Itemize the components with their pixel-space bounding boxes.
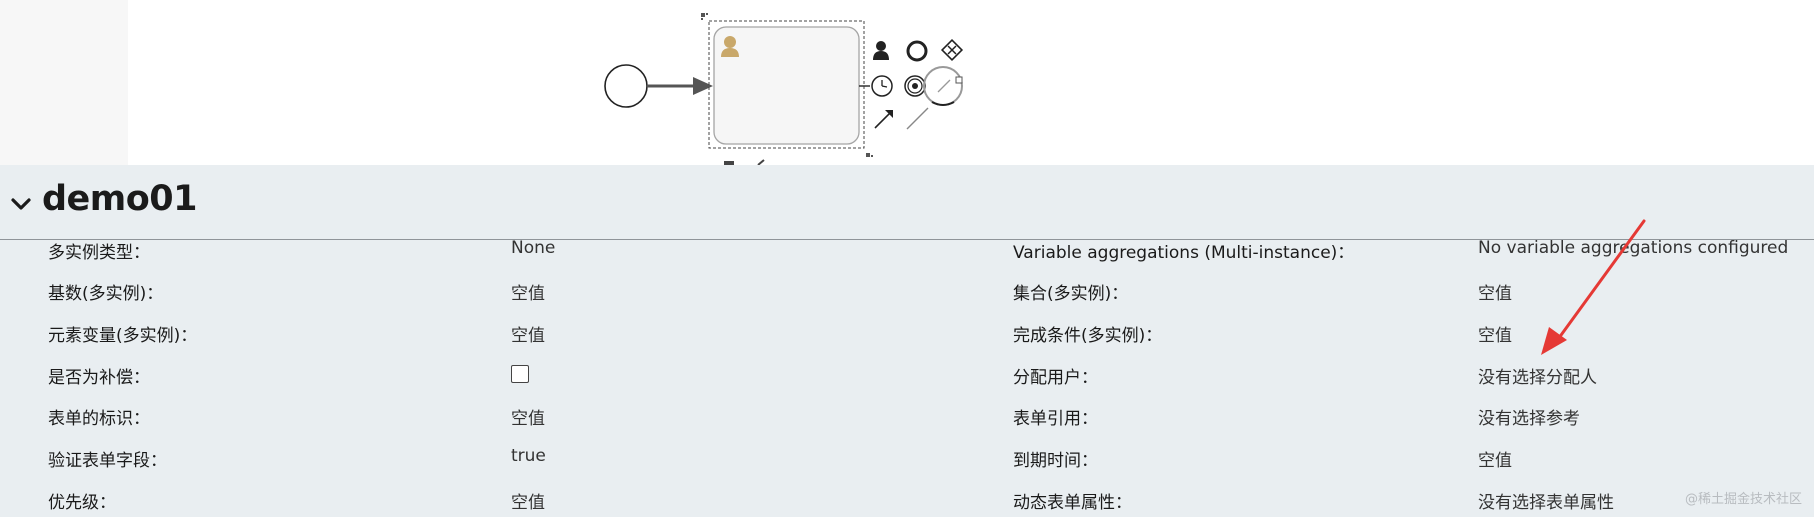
property-value[interactable]: 空值 [1478,326,1512,346]
property-row: 多实例类型： None Variable aggregations (Multi-i… [0,238,1814,278]
intermediate-event-icon[interactable] [904,75,926,97]
user-icon[interactable] [873,41,889,60]
property-value[interactable]: 空值 [511,284,545,304]
property-value[interactable]: true [511,446,546,466]
property-label: 元素变量(多实例)： [48,326,198,346]
property-label: 到期时间： [1013,451,1098,471]
properties-panel: demo01 多实例类型： None Variable aggregations (… [0,165,1814,517]
association-icon[interactable] [906,107,929,130]
arrow-connector-icon[interactable] [874,110,893,129]
property-label: 多实例类型： [48,243,150,263]
timer-icon[interactable] [871,75,893,97]
user-task[interactable] [713,26,860,145]
property-label: Variable aggregations (Multi-instance)： [1013,243,1355,263]
property-value[interactable]: 空值 [1478,284,1512,304]
resize-handle-top-left[interactable] [701,13,708,20]
watermark: @稀土掘金技术社区 [1684,492,1802,507]
end-event-icon[interactable] [906,40,928,62]
property-row: 基数(多实例)： 空值 集合(多实例)： 空值 [0,279,1814,319]
property-value[interactable]: 空值 [1478,451,1512,471]
diagram-canvas[interactable] [0,0,1814,165]
compensation-checkbox[interactable] [511,365,529,383]
property-row: 是否为补偿： 分配用户： 没有选择分配人 [0,363,1814,403]
property-row: 优先级： 空值 动态表单属性： 没有选择表单属性 [0,488,1814,528]
gateway-icon[interactable] [940,38,964,62]
wrench-icon[interactable] [757,159,765,165]
user-icon [721,36,739,57]
trash-icon[interactable] [724,161,734,165]
property-label: 动态表单属性： [1013,493,1132,513]
property-value[interactable]: 没有选择分配人 [1478,368,1597,388]
property-value[interactable]: 空值 [511,493,545,513]
start-event[interactable] [604,64,648,108]
property-value[interactable]: 没有选择表单属性 [1478,493,1614,513]
palette-strip [0,0,128,165]
property-label: 表单引用： [1013,409,1098,429]
property-label: 分配用户： [1013,368,1098,388]
property-value[interactable]: 没有选择参考 [1478,409,1580,429]
properties-header[interactable]: demo01 [0,165,1814,240]
property-value[interactable]: No variable aggregations configured [1478,238,1789,258]
sequence-flow[interactable] [647,77,713,95]
selection-box [708,20,865,149]
property-value[interactable]: None [511,238,556,258]
property-value[interactable]: 空值 [511,326,545,346]
property-label: 验证表单字段： [48,451,167,471]
property-row: 表单的标识： 空值 表单引用： 没有选择参考 [0,404,1814,444]
panel-title: demo01 [42,179,198,219]
property-label: 集合(多实例)： [1013,284,1129,304]
property-label: 完成条件(多实例)： [1013,326,1163,346]
chevron-down-icon[interactable] [10,193,32,215]
property-label: 优先级： [48,493,116,513]
property-label: 表单的标识： [48,409,150,429]
property-label: 基数(多实例)： [48,284,164,304]
property-row: 元素变量(多实例)： 空值 完成条件(多实例)： 空值 [0,321,1814,361]
property-row: 验证表单字段： true 到期时间： 空值 [0,446,1814,486]
ring-icon[interactable] [923,66,963,106]
property-value[interactable]: 空值 [511,409,545,429]
resize-handle-bottom-right[interactable] [866,153,873,157]
property-label: 是否为补偿： [48,368,150,388]
bpmn-diagram[interactable] [0,0,1814,165]
